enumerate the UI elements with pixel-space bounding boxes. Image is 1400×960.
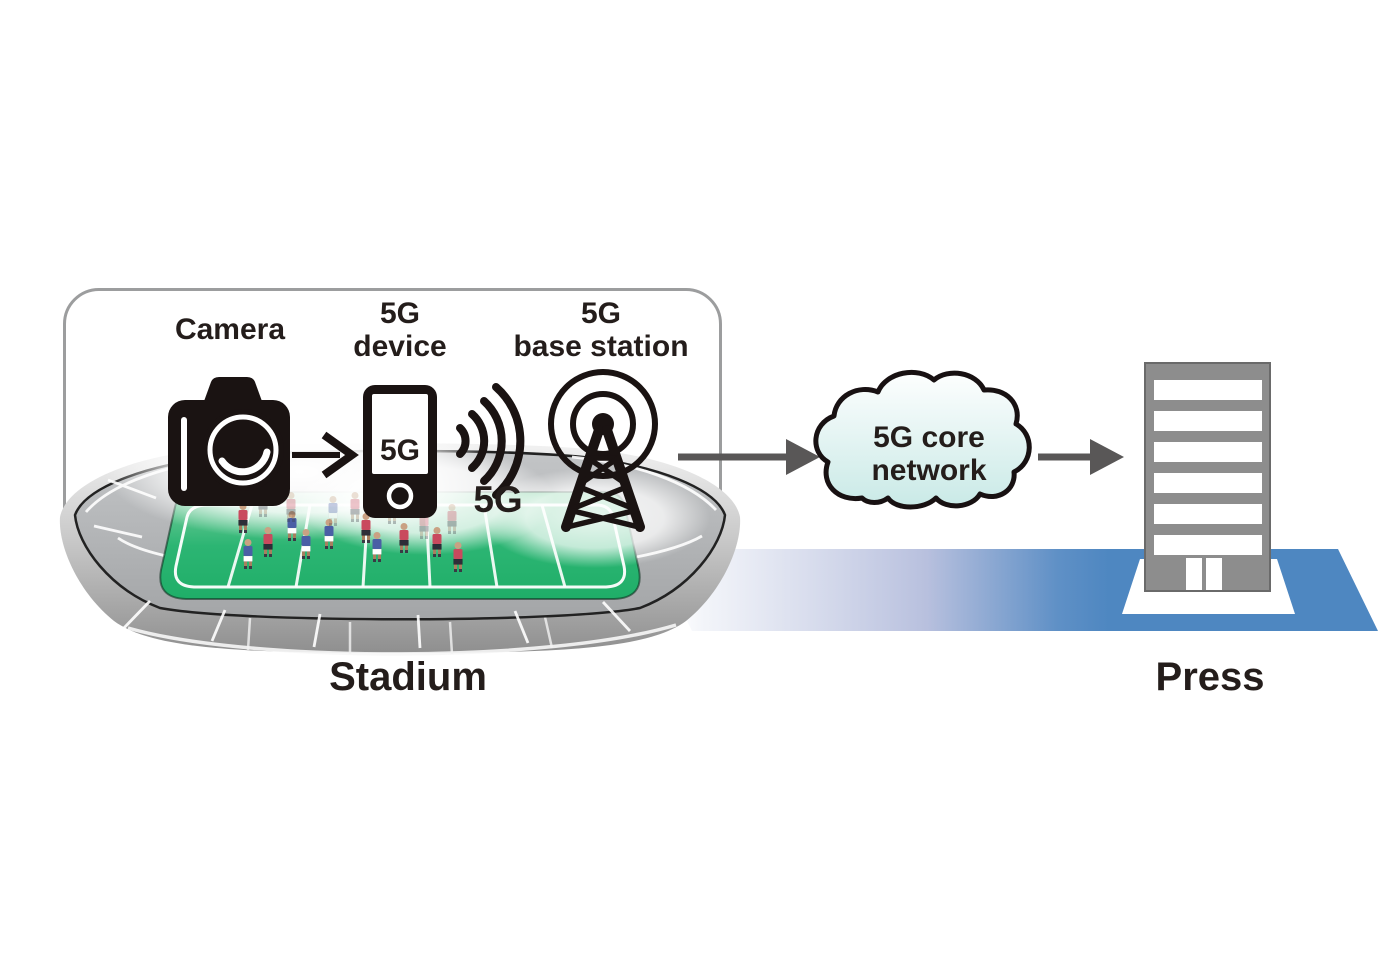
press-label: Press: [1155, 655, 1265, 699]
camera-label: Camera: [174, 313, 286, 346]
office-building-icon: [1122, 362, 1295, 614]
cloud-label: 5G core network: [871, 421, 987, 487]
arrow-to-press: [1038, 439, 1124, 475]
device-label: 5G device: [353, 297, 447, 363]
building-doors: [1186, 558, 1222, 590]
transmission-path-band: [652, 549, 1378, 631]
building-platform: [1122, 559, 1295, 614]
wall-highlight-line: [127, 623, 677, 656]
building-windows: [1154, 380, 1262, 555]
stadium-label: Stadium: [329, 655, 487, 699]
phone-screen-label: 5G: [379, 434, 421, 467]
wifi-5g-label: 5G: [473, 479, 523, 520]
base-station-label: 5G base station: [513, 297, 689, 363]
wall-grid-lines: [246, 616, 554, 655]
